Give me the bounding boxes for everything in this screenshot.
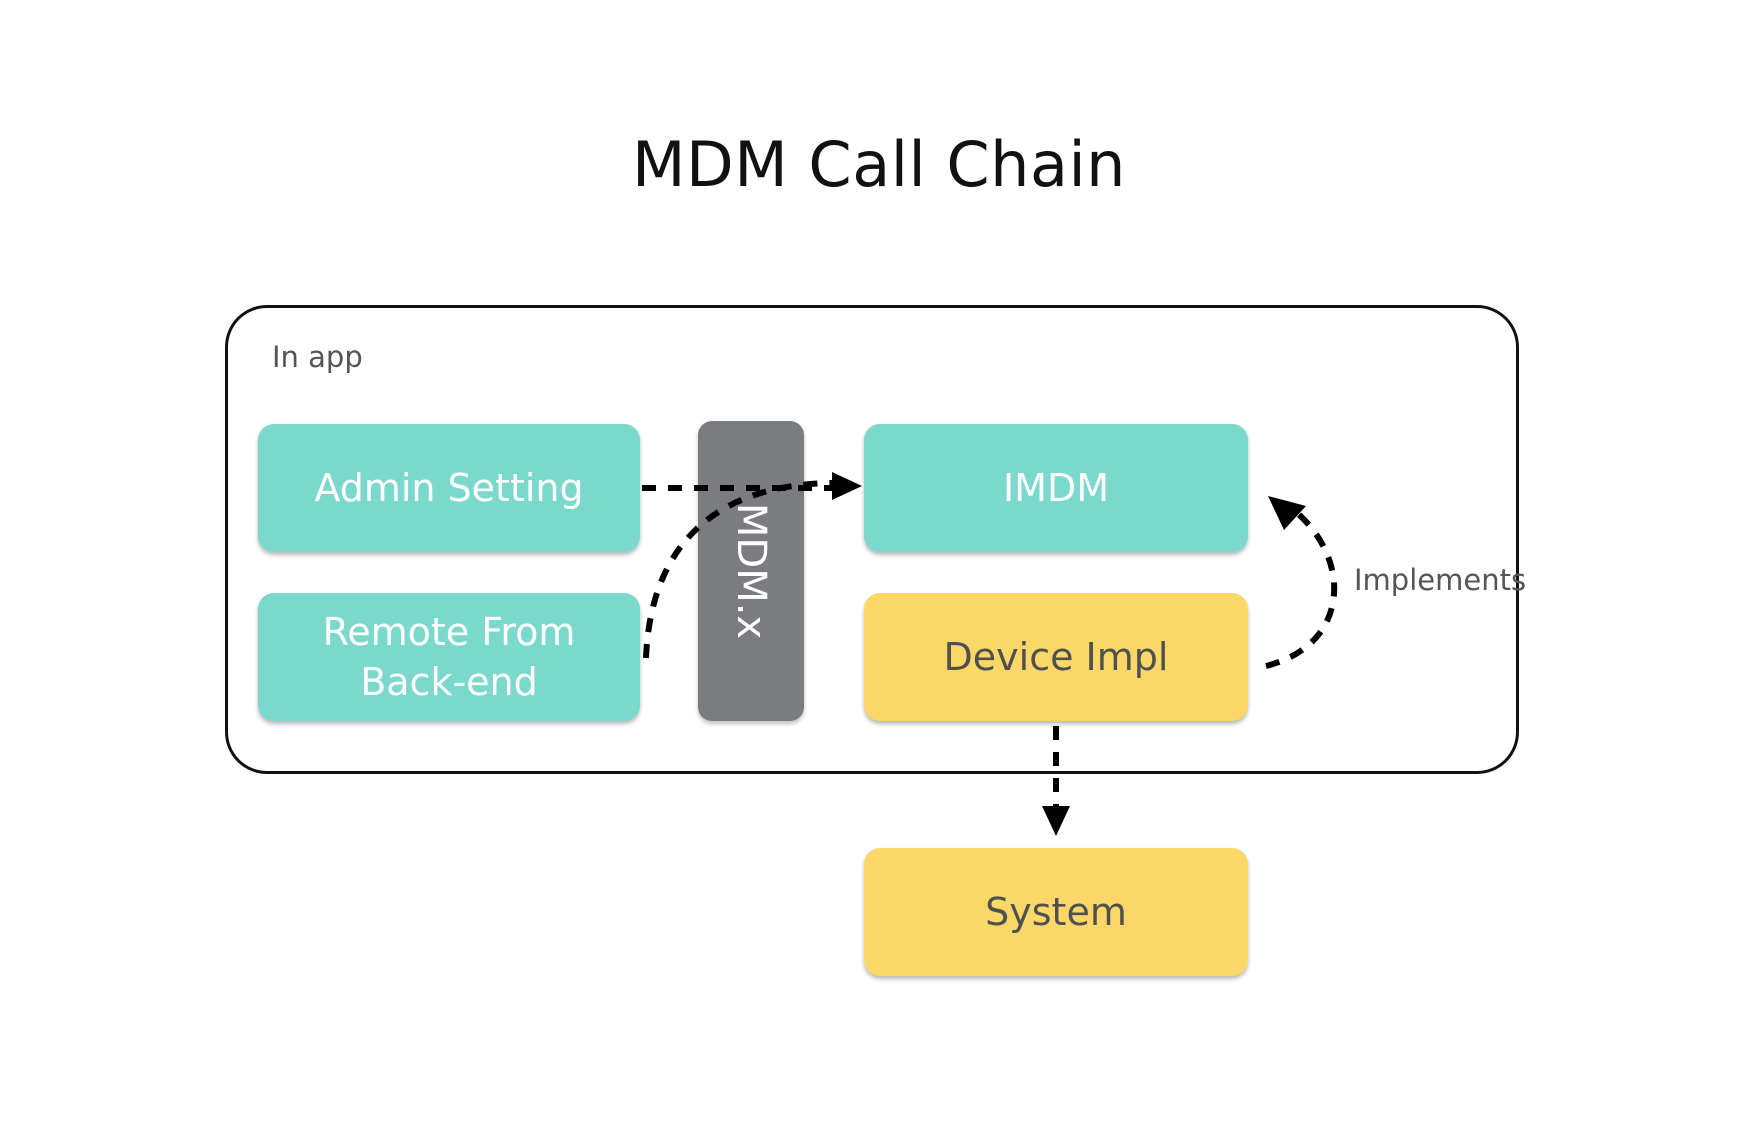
remote-backend-box: Remote From Back-end: [258, 593, 640, 721]
admin-setting-box: Admin Setting: [258, 424, 640, 552]
device-impl-label: Device Impl: [943, 634, 1169, 679]
remote-backend-label-line1: Remote From: [322, 609, 576, 654]
remote-backend-label-line2: Back-end: [360, 660, 538, 704]
imdm-box: IMDM: [864, 424, 1248, 552]
in-app-container: [225, 305, 1519, 774]
in-app-label: In app: [272, 340, 363, 374]
device-impl-box: Device Impl: [864, 593, 1248, 721]
system-box: System: [864, 848, 1248, 976]
system-label: System: [985, 889, 1127, 934]
arrow-device-to-system-head: [1042, 806, 1070, 836]
mdm-x-label: MDM.x: [728, 502, 774, 640]
admin-setting-label: Admin Setting: [314, 465, 584, 510]
imdm-label: IMDM: [1002, 465, 1110, 510]
diagram-title: MDM Call Chain: [632, 128, 1126, 201]
remote-backend-label: Remote From Back-end: [323, 607, 576, 707]
implements-label: Implements: [1354, 563, 1527, 597]
